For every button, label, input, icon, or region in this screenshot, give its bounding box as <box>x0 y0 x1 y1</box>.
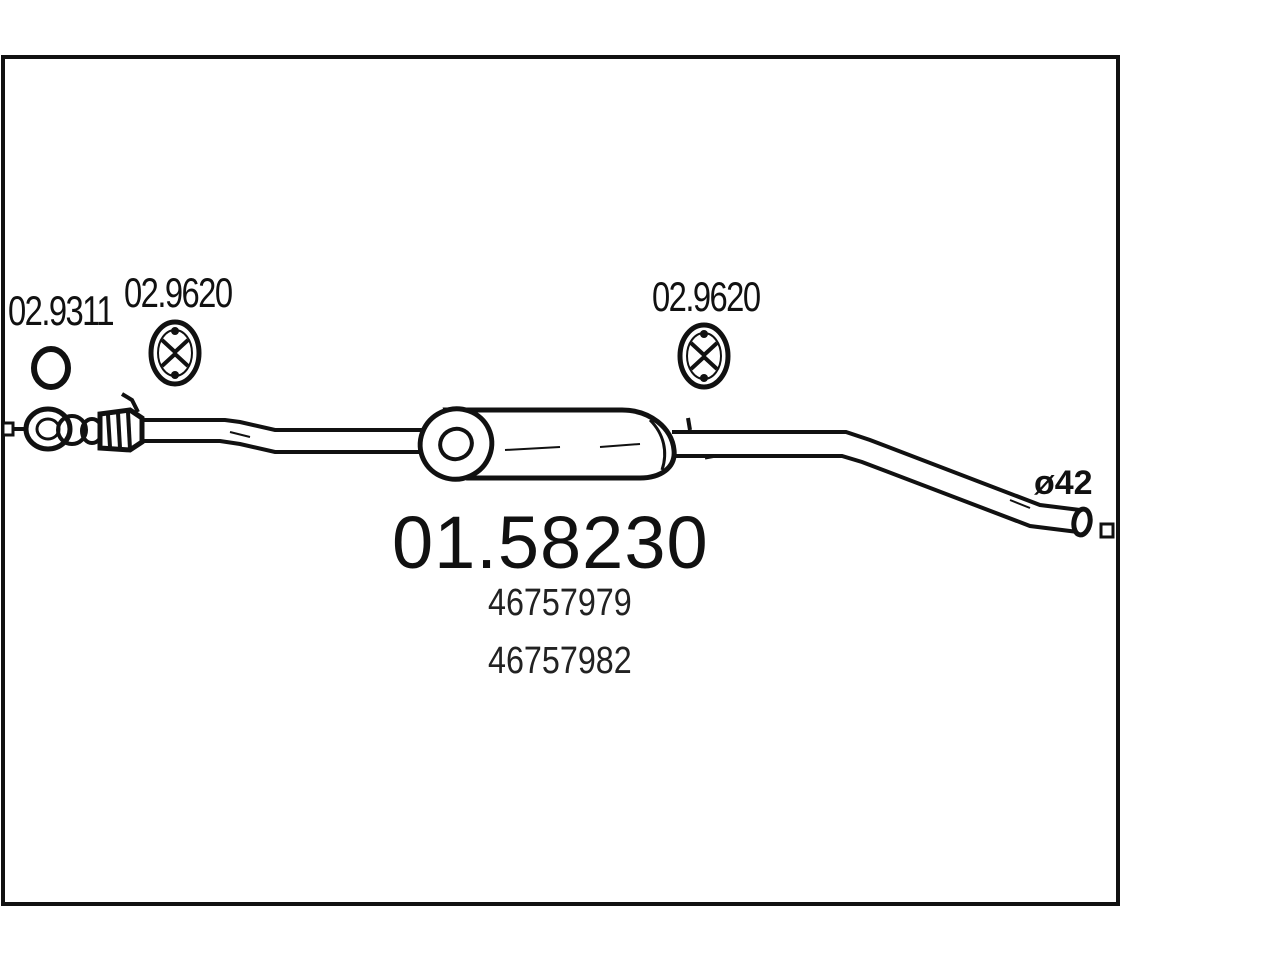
outlet-pipe-end <box>1071 506 1093 538</box>
inlet-clamp <box>97 392 145 453</box>
front-pipe-upper-edge <box>142 418 425 432</box>
gasket-ring-icon <box>31 346 71 390</box>
oe-number-1: 46757979 <box>488 582 632 624</box>
outlet-end-marker <box>1099 522 1115 539</box>
hanger-left-part-ref: 02.9620 <box>124 269 233 316</box>
middle-silencer <box>417 406 677 482</box>
front-pipe-lower-edge <box>142 439 432 454</box>
inlet-flange <box>13 406 104 452</box>
inlet-end-marker <box>1 421 15 437</box>
oe-number-2: 46757982 <box>488 640 632 682</box>
rear-pipe-lower-edge <box>674 454 1079 534</box>
hanger-right-icon <box>677 322 731 390</box>
frame-border <box>1 55 1120 906</box>
hanger-right-part-ref: 02.9620 <box>652 273 761 320</box>
rear-pipe-upper-edge <box>672 430 1081 512</box>
outlet-diameter-label: ø42 <box>1034 464 1093 502</box>
gasket-part-ref: 02.9311 <box>8 287 115 334</box>
main-part-number: 01.58230 <box>392 501 709 584</box>
hanger-left-icon <box>148 319 202 387</box>
